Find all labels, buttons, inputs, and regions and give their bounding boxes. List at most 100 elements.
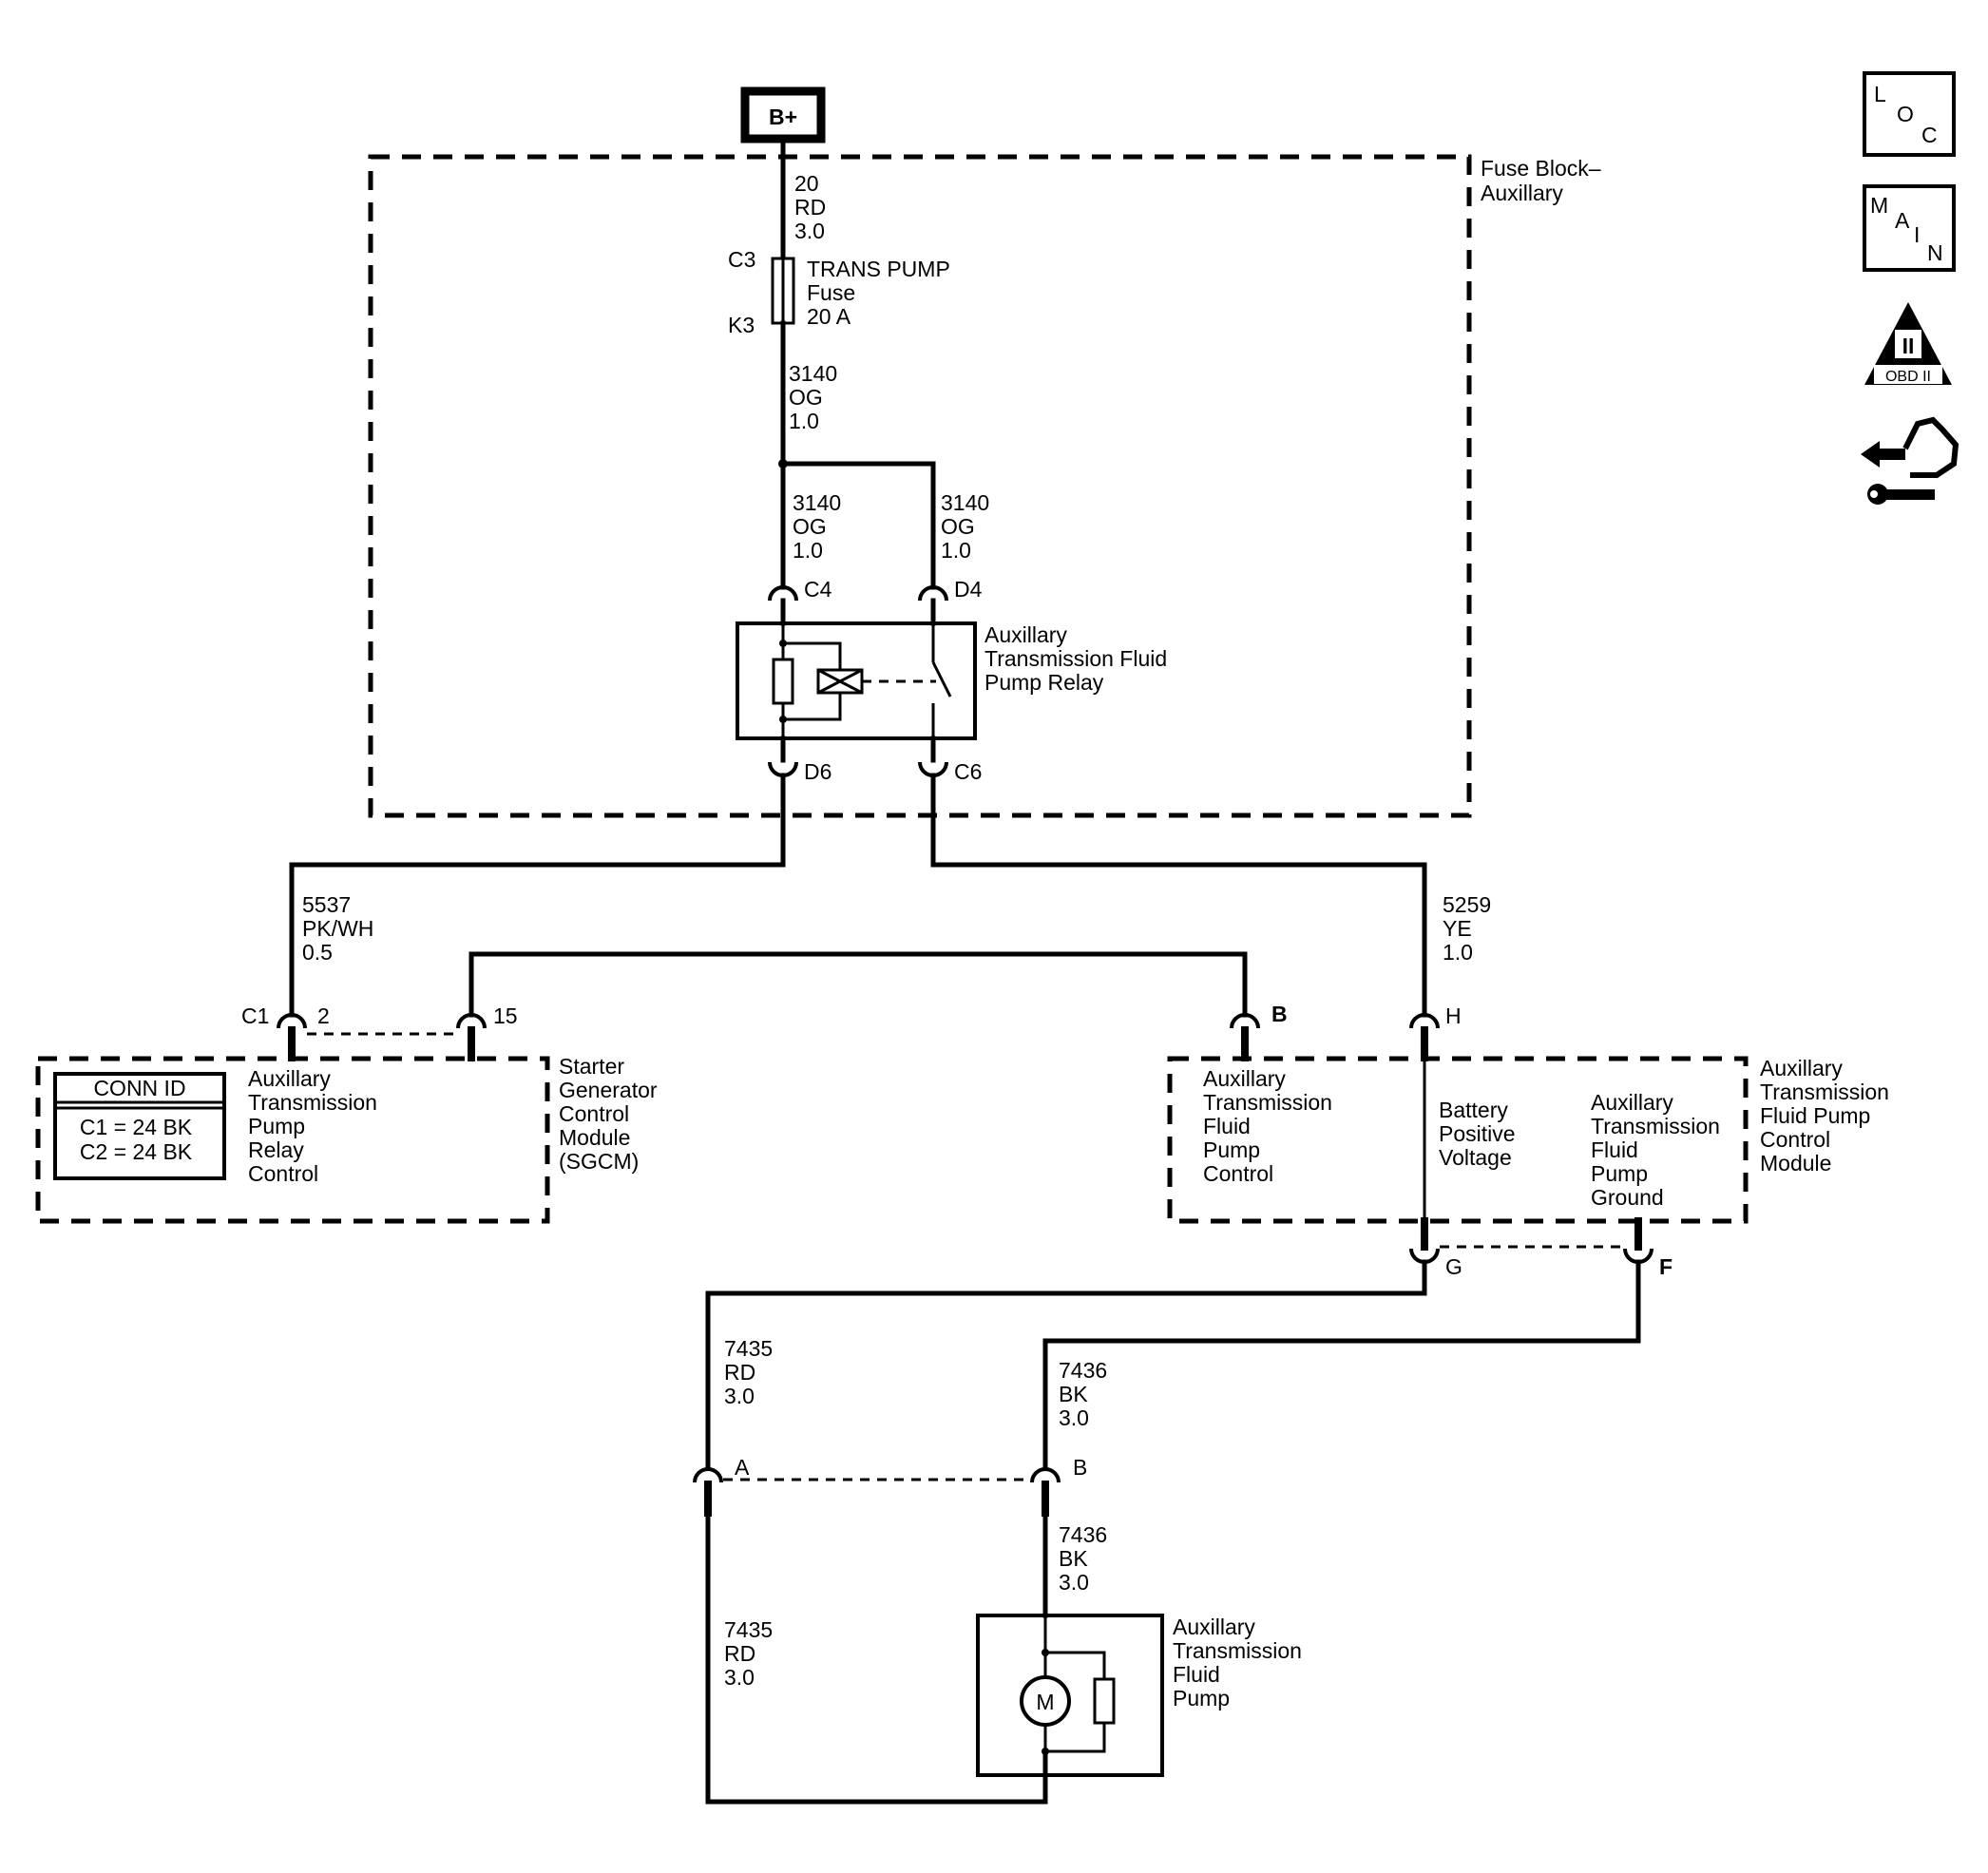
- fuse-rating: 20 A: [807, 304, 851, 329]
- module-ground-3: Fluid: [1591, 1137, 1638, 1162]
- loc-icon[interactable]: L O C: [1863, 71, 1956, 157]
- battery-positive-source: B+: [740, 86, 826, 143]
- fuse-name: TRANS PUMP: [807, 257, 950, 281]
- wire-5259-gauge: 1.0: [1443, 940, 1473, 965]
- conn-id-row-1: C1 = 24 BK: [80, 1115, 193, 1139]
- svg-text:A: A: [1895, 208, 1910, 233]
- relay-pin-d4: D4: [954, 577, 983, 602]
- obd-ii-icon[interactable]: II OBD II: [1864, 302, 1952, 385]
- sgcm-border: [35, 1056, 550, 1224]
- module-ground-5: Ground: [1591, 1185, 1664, 1210]
- svg-text:II: II: [1902, 334, 1915, 358]
- connector-d4: [918, 585, 948, 602]
- svg-text:N: N: [1927, 240, 1943, 265]
- pump-pin-a: A: [735, 1455, 750, 1480]
- relay-pin-c4: C4: [804, 577, 832, 602]
- pump-pin-b: B: [1073, 1455, 1087, 1480]
- module-control-3: Fluid: [1203, 1114, 1251, 1138]
- wire-3140-switch-circuit: 3140: [941, 490, 989, 515]
- sgcm-function-2: Transmission: [248, 1090, 377, 1115]
- pump-label-3: Fluid: [1173, 1662, 1220, 1687]
- wire-5537-color: PK/WH: [302, 916, 373, 941]
- wire-3140-coil-gauge: 1.0: [793, 538, 823, 563]
- module-ground-1: Auxillary: [1591, 1090, 1673, 1115]
- fuse-pin-k3: K3: [728, 313, 755, 337]
- module-label-5: Module: [1760, 1151, 1831, 1175]
- wire-7435-lower-color: RD: [724, 1641, 755, 1666]
- wire-5537-circuit: 5537: [302, 892, 351, 917]
- fuse-block-label-2: Auxillary: [1481, 181, 1563, 205]
- pump-label-4: Pump: [1173, 1686, 1230, 1711]
- wire-20-circuit: 20: [794, 171, 819, 196]
- wire-7435-lower-circuit: 7435: [724, 1617, 773, 1642]
- sgcm-pin-c1: C1: [241, 1003, 269, 1028]
- wire-20-color: RD: [794, 195, 826, 220]
- module-ground-4: Pump: [1591, 1161, 1648, 1186]
- connector-c4: [768, 585, 798, 602]
- module-control-2: Transmission: [1203, 1090, 1332, 1115]
- conn-id-table: CONN ID C1 = 24 BK C2 = 24 BK: [53, 1072, 226, 1180]
- module-label-3: Fluid Pump: [1760, 1103, 1870, 1128]
- sgcm-label-4: Module: [559, 1125, 630, 1150]
- motor-icon: [1020, 1675, 1071, 1727]
- motor-symbol: M: [1036, 1690, 1054, 1714]
- wire-7435-upper-circuit: 7435: [724, 1336, 773, 1361]
- wire-3140-switch-color: OG: [941, 514, 975, 539]
- module-battery-2: Positive: [1439, 1121, 1516, 1146]
- module-pin-h: H: [1445, 1003, 1462, 1028]
- wire-7435-upper-color: RD: [724, 1360, 755, 1385]
- svg-text:O: O: [1897, 102, 1914, 126]
- pump-relay: [736, 621, 977, 740]
- sgcm-label-3: Control: [559, 1101, 629, 1126]
- wire-3140-branch: [780, 461, 936, 590]
- main-icon[interactable]: M A I N: [1863, 184, 1956, 272]
- svg-text:M: M: [1870, 193, 1888, 218]
- svg-text:C: C: [1921, 123, 1938, 147]
- sgcm-function-1: Auxillary: [248, 1066, 331, 1091]
- connector-sgcm-c1: [277, 1013, 307, 1029]
- relay-label-2: Transmission Fluid: [984, 646, 1167, 671]
- module-label-4: Control: [1760, 1127, 1830, 1152]
- module-pin-g: G: [1445, 1254, 1462, 1279]
- wire-7436-lower-color: BK: [1059, 1546, 1088, 1571]
- sgcm-function-3: Pump: [248, 1114, 305, 1138]
- connector-pump-a: [693, 1467, 723, 1483]
- wire-5259-color: YE: [1443, 916, 1472, 941]
- wire-5537-gauge: 0.5: [302, 940, 333, 965]
- sgcm-label-5: (SGCM): [559, 1149, 639, 1174]
- pump-module-border: [1167, 1056, 1749, 1224]
- svg-text:I: I: [1914, 222, 1920, 247]
- wire-5259: [930, 773, 1427, 1018]
- wire-7435-upper: [705, 1259, 1427, 1471]
- svg-text:OBD II: OBD II: [1885, 369, 1931, 385]
- module-pin-b: B: [1271, 1002, 1288, 1026]
- module-pin-f: F: [1659, 1254, 1673, 1279]
- module-label-2: Transmission: [1760, 1080, 1889, 1104]
- fuse-pin-c3: C3: [728, 247, 755, 272]
- relay-label-3: Pump Relay: [984, 670, 1104, 695]
- wire-7435-upper-gauge: 3.0: [724, 1384, 755, 1408]
- wire-3140-switch-gauge: 1.0: [941, 538, 971, 563]
- wire-3140-coil-circuit: 3140: [793, 490, 841, 515]
- sgcm-function-5: Control: [248, 1161, 318, 1186]
- wire-5259-circuit: 5259: [1443, 892, 1491, 917]
- wire-7436-upper-gauge: 3.0: [1059, 1405, 1089, 1430]
- module-battery-3: Voltage: [1439, 1145, 1512, 1170]
- svg-text:L: L: [1874, 82, 1886, 106]
- relay-pin-d6: D6: [804, 759, 832, 784]
- connector-module-h: [1409, 1013, 1440, 1029]
- battery-positive-label: B+: [769, 105, 797, 129]
- fuse-block-label: Fuse Block–: [1481, 156, 1601, 181]
- fuse-block-border: [368, 154, 1472, 818]
- module-control-5: Control: [1203, 1161, 1273, 1186]
- sgcm-label-2: Generator: [559, 1078, 658, 1102]
- trans-pump-fuse: [771, 257, 795, 325]
- fluid-pump: M: [976, 1614, 1164, 1777]
- module-control-1: Auxillary: [1203, 1066, 1286, 1091]
- sgcm-label-1: Starter: [559, 1054, 624, 1079]
- connector-sgcm-15: [456, 1013, 487, 1029]
- wire-7435-lower-gauge: 3.0: [724, 1665, 755, 1690]
- sgcm-pin-2: 2: [317, 1003, 330, 1028]
- relay-label-1: Auxillary: [984, 622, 1067, 647]
- hand-wrench-icon[interactable]: [1861, 416, 1959, 505]
